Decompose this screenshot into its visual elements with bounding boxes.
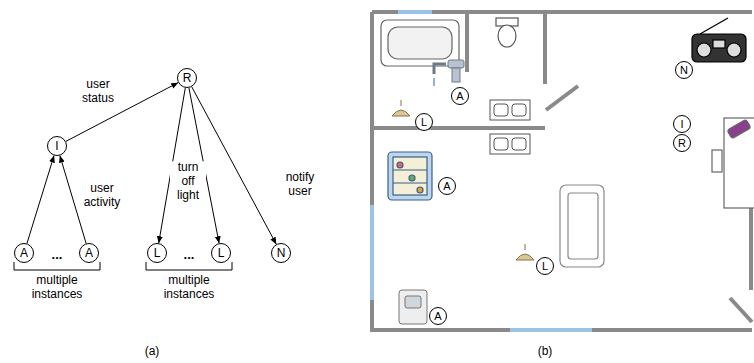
- toilet: [496, 18, 518, 47]
- circle-node: A: [438, 177, 456, 195]
- node-letter: L: [421, 117, 427, 128]
- node-letter: N: [680, 65, 688, 76]
- circle-node: L: [536, 257, 554, 275]
- node-letter: L: [154, 247, 161, 259]
- edge-label: user status: [77, 78, 119, 106]
- node-letter: I: [55, 140, 58, 152]
- circle-node: A: [429, 307, 447, 325]
- bracket: [14, 262, 232, 270]
- annotation: turn off light: [170, 161, 206, 202]
- node-letter: R: [183, 72, 192, 84]
- ellipsis: ...: [41, 248, 73, 263]
- circle-node: R: [673, 134, 691, 152]
- fridge: [388, 152, 432, 200]
- node-letter: L: [218, 247, 225, 259]
- desk: [712, 118, 754, 208]
- bathtub: [381, 20, 459, 66]
- circle-node: N: [675, 61, 693, 79]
- sink: [490, 100, 530, 154]
- edge-label: notify user: [279, 171, 321, 199]
- node-letter: A: [456, 91, 463, 102]
- node-letter: I: [680, 119, 683, 130]
- circle-node: N: [271, 243, 291, 263]
- annotation: multiple instances: [148, 274, 230, 302]
- circle-node: I: [47, 136, 67, 156]
- circle-node: A: [451, 87, 469, 105]
- circle-node: A: [14, 243, 34, 263]
- annotation: user activity: [78, 182, 126, 210]
- ellipsis: ...: [173, 248, 205, 263]
- node-letter: N: [277, 247, 286, 259]
- node-letter: L: [542, 261, 548, 272]
- node-letter: A: [434, 311, 441, 322]
- windows: [372, 12, 592, 330]
- lamp: [392, 100, 534, 260]
- node-letter: A: [443, 181, 450, 192]
- circle-node: R: [177, 68, 197, 88]
- circle-node: A: [79, 243, 99, 263]
- radio: [692, 18, 746, 62]
- subfigure-label: (a): [136, 345, 168, 359]
- node-letter: A: [85, 247, 93, 259]
- sofa: [560, 185, 604, 267]
- circle-node: I: [673, 115, 691, 133]
- circle-node: L: [415, 113, 433, 131]
- subfigure-label: (b): [529, 345, 561, 359]
- faucet: [434, 60, 464, 86]
- motion-sensor: [399, 290, 427, 324]
- arrow-connector: [27, 156, 54, 244]
- node-letter: A: [20, 247, 28, 259]
- walls: [372, 12, 752, 330]
- annotation: multiple instances: [16, 274, 98, 302]
- circle-node: L: [211, 243, 231, 263]
- node-letter: R: [678, 138, 686, 149]
- circle-node: L: [147, 243, 167, 263]
